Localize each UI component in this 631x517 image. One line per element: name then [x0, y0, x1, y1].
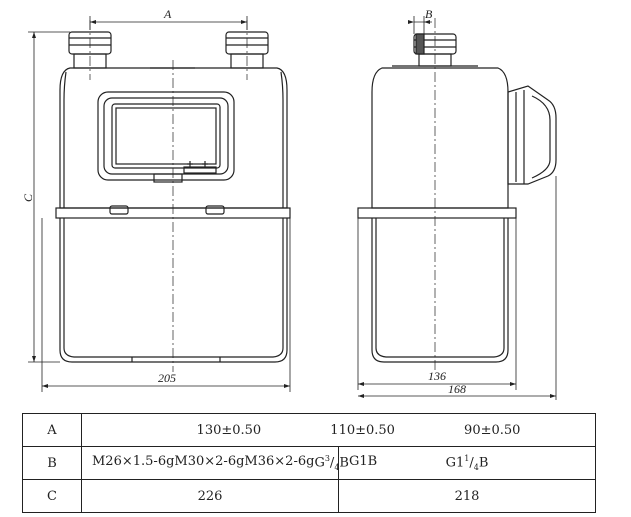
dim-a-label: A [163, 7, 172, 21]
dim-c-label: C [21, 193, 35, 202]
side-upper-housing [371, 67, 509, 209]
table-row-a: A 130±0.50 110±0.50 90±0.50 [22, 413, 596, 447]
row-b-label: B [22, 446, 82, 480]
spec-table: A 130±0.50 110±0.50 90±0.50 B M26×1.5-6g… [22, 413, 596, 513]
row-c-value-main: 226 [81, 479, 339, 513]
side-lower-housing [371, 218, 509, 363]
row-b-value: M30×2-6g [174, 454, 245, 470]
front-lower-housing [59, 218, 288, 363]
row-b-values: M26×1.5-6g M30×2-6g M36×2-6g G3/4B G1B [81, 446, 377, 480]
row-a-values: 130±0.50 110±0.50 90±0.50 [81, 413, 596, 447]
row-b-value-g114: G11/4B [338, 446, 596, 480]
dim-b-label: B [425, 7, 433, 21]
dim-205-label: 205 [158, 371, 176, 385]
dim-136-label: 136 [428, 369, 446, 383]
row-b-value-g34: G3/4B [314, 454, 349, 472]
row-a-value: 110±0.50 [330, 422, 395, 438]
row-a-label: A [22, 413, 82, 447]
row-c-value-last: 218 [338, 479, 596, 513]
display-window [97, 91, 235, 183]
front-upper-housing [59, 67, 288, 209]
row-c-label: C [22, 479, 82, 513]
row-a-value: 90±0.50 [464, 422, 521, 438]
row-b-value: G1B [348, 454, 378, 470]
dim-168-label: 168 [448, 382, 466, 396]
row-b-value: M26×1.5-6g [92, 454, 175, 470]
gas-meter-drawing: A B C 205 136 168 [21, 7, 557, 400]
side-display-protrusion [507, 85, 557, 185]
table-row-b: B M26×1.5-6g M30×2-6g M36×2-6g G3/4B G1B… [22, 446, 596, 480]
side-waist-band [357, 207, 517, 219]
table-row-c: C 226 218 [22, 479, 596, 513]
row-b-value: M36×2-6g [244, 454, 315, 470]
row-a-value: 130±0.50 [196, 422, 262, 438]
